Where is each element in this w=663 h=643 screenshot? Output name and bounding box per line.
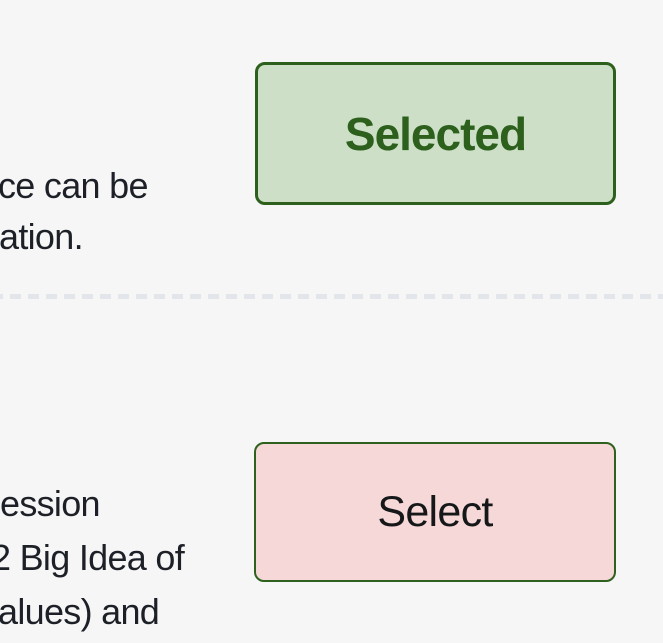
option-2-text-line: ession (0, 483, 101, 524)
option-1-text-line: ce can be (0, 165, 149, 206)
option-1-text-line: ation. (0, 216, 84, 257)
selected-button[interactable]: Selected (255, 62, 616, 205)
option-2-text-line: alues) and (0, 591, 160, 632)
dashed-divider (0, 294, 663, 299)
option-2-text-line: 2 Big Idea of (0, 537, 185, 578)
select-button[interactable]: Select (254, 442, 616, 582)
